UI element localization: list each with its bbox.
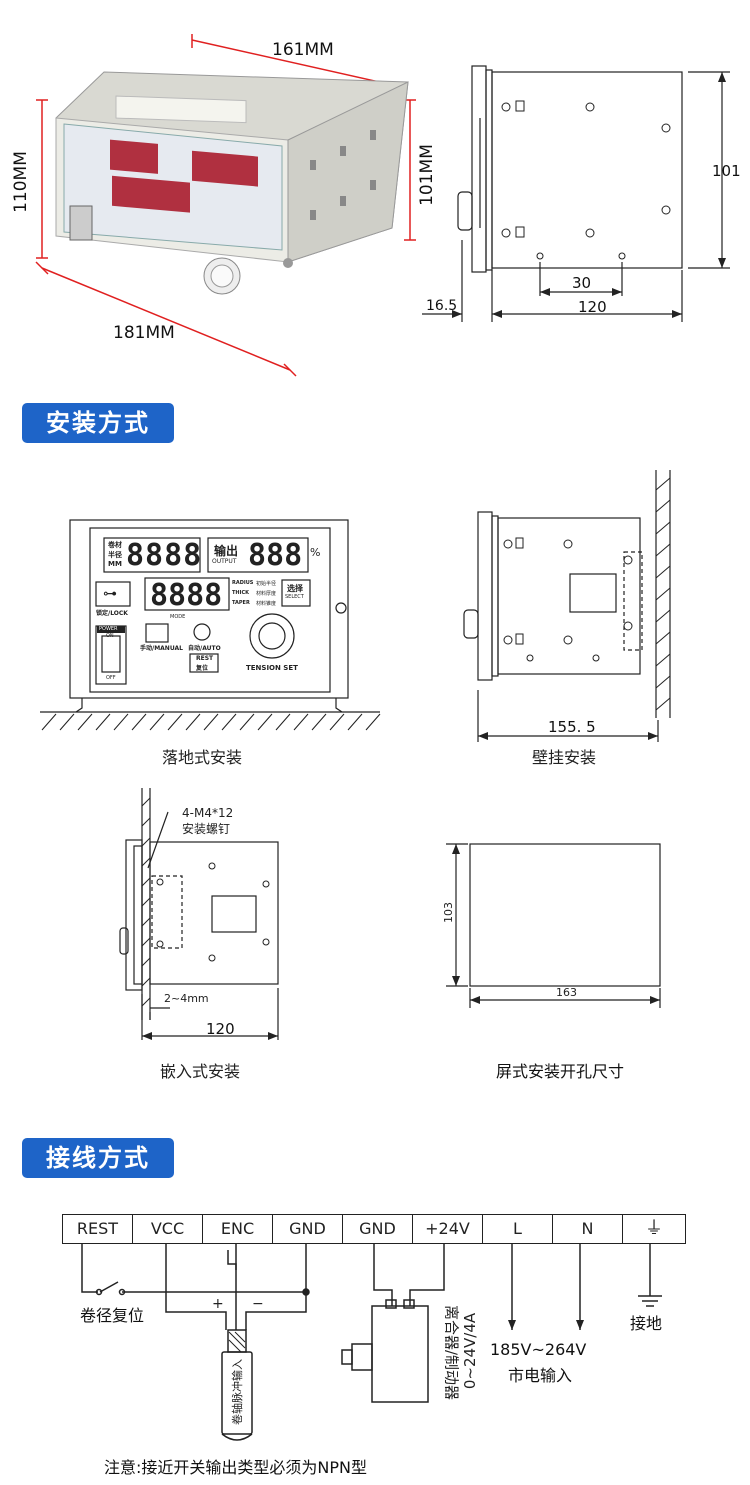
taper-en-label: TAPER [232,600,250,606]
thick-cn-label: 材料厚度 [256,591,277,597]
terminal-vcc: VCC [133,1215,203,1243]
wiring-section-title: 接线方式 [22,1138,174,1178]
side-dim-101: 101 [712,162,741,180]
output-display-digits: 888 [248,538,303,573]
key-icon: ⊶ [103,586,117,602]
power-off-label: OFF [106,675,116,681]
screw-spec-label: 4-M4*12 [182,806,234,820]
clutch-range-label: 0~24V/4A [461,1312,479,1390]
side-dim-16-5: 16.5 [426,298,458,314]
mains-range-label: 185V~264V [490,1340,587,1359]
power-label: POWER [99,626,118,632]
minus-label: − [252,1296,264,1312]
percent-sign: % [310,546,321,559]
sensor-label: 卷轴脉冲输入 [231,1359,244,1425]
dim-depth-label: 181MM [113,323,175,343]
select-button-en: SELECT [285,594,304,600]
reset-label-en: REST [196,655,214,662]
terminal-gnd-2: GND [343,1215,413,1243]
select-button-cn: 选择 [287,584,303,593]
terminal-gnd-1: GND [273,1215,343,1243]
lock-label: 锁定/LOCK [96,610,128,617]
product-photo [35,34,416,377]
main-display-digits: 8888 [126,538,203,573]
floor-mount-caption: 落地式安装 [162,748,243,767]
gap-label: 2~4mm [164,992,209,1005]
taper-cn-label: 材料锥度 [256,601,277,607]
terminal-24v: +24V [413,1215,483,1243]
reset-label-cn: 复位 [196,665,209,672]
radius-en-label: RADIUS [232,580,254,586]
tension-set-label: TENSION SET [246,664,298,672]
power-on-label: ON [106,633,114,639]
terminal-enc: ENC [203,1215,273,1243]
output-label-cn: 输出 [214,544,239,558]
embed-dim-label: 120 [206,1020,235,1038]
terminal-rest: REST [63,1215,133,1243]
output-label-en: OUTPUT [212,558,237,565]
side-dim-30: 30 [572,274,592,292]
cutout-width-label: 163 [556,986,577,999]
side-dim-120: 120 [578,298,607,316]
side-view-top [422,65,730,322]
mode-label: MODE [170,614,186,620]
manual-label: 手动/MANUAL [140,645,183,652]
install-section-title: 安装方式 [22,403,174,443]
reset-label: 卷径复位 [80,1306,145,1325]
radius-cn-label: 初始半径 [256,581,277,587]
panel-label-roll: 卷材 [108,541,122,549]
screw-cn-label: 安装螺钉 [182,822,231,836]
terminal-ground: ⏚ [645,1218,663,1239]
floor-mount-diagram [40,519,381,731]
ground-label: 接地 [630,1314,663,1333]
auto-label: 自动/AUTO [188,645,221,652]
plus-label: + [212,1296,224,1312]
mains-label: 市电输入 [508,1366,573,1385]
wall-mount-diagram [463,470,671,742]
panel-cutout-diagram [446,843,661,1008]
panel-label-mm: MM [108,560,122,568]
embedded-mount-caption: 嵌入式安装 [160,1062,241,1081]
terminal-n: N [553,1215,623,1243]
panel-label-radius: 半径 [108,551,122,559]
dim-width-label: 161MM [272,40,334,60]
embedded-mount-diagram [119,788,279,1040]
clutch-label: 离合器/制动器 [442,1304,461,1401]
panel-cutout-caption: 屏式安装开孔尺寸 [496,1062,625,1081]
wall-dim-label: 155. 5 [548,718,596,736]
wall-mount-caption: 壁挂安装 [532,748,597,767]
thick-en-label: THICK [232,590,249,596]
npn-note: 注意:接近开关输出类型必须为NPN型 [104,1458,367,1477]
terminal-l: L [483,1215,553,1243]
second-display-digits: 8888 [150,578,223,613]
